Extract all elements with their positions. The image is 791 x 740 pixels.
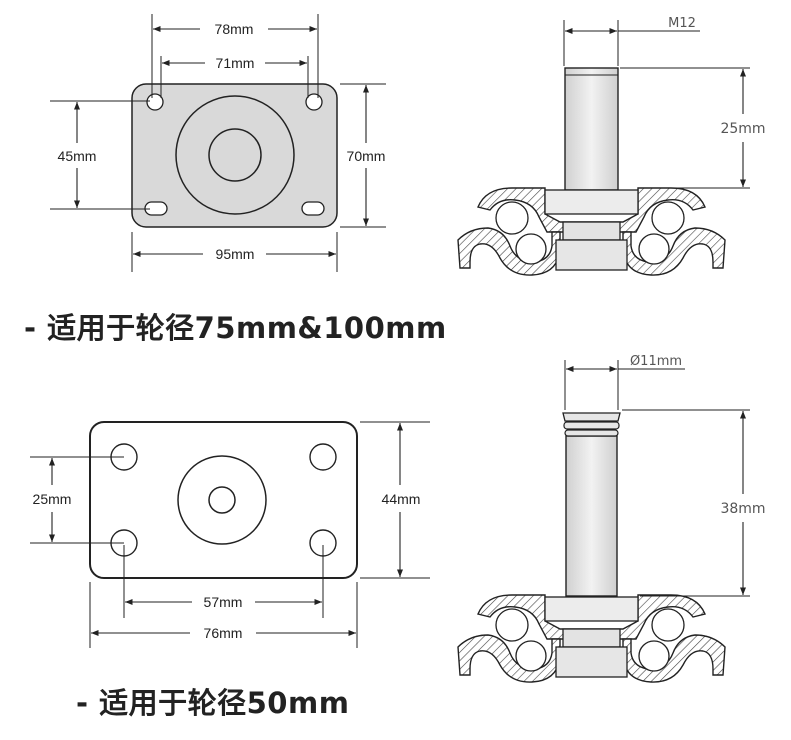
bottom-diameter-label: Ø11mm [630,354,682,369]
top-plate-slot-hole [146,93,164,111]
top-kingpin-nut [555,239,628,271]
top-stem-length-label: 25mm [720,121,765,137]
top-stem-shaft [564,67,619,191]
bottom-ball-bearing [651,608,685,642]
bottom-stem-ring [564,429,619,437]
bottom-stem-shaft [565,435,618,597]
bottom-dim-76: 76mm [204,625,243,641]
bottom-kingpin-nut [555,646,628,678]
top-raceway [622,227,726,276]
bottom-stem-length-label: 38mm [720,501,765,517]
top-kingpin [562,221,621,241]
caption-wheel-size-bottom: - 适用于轮径50mm [76,686,350,720]
top-ball-bearing [638,233,670,265]
bottom-kingpin [562,628,621,648]
top-ball-bearing [495,201,529,235]
top-ball-bearing [651,201,685,235]
bottom-plate-bolt-hole [309,443,337,471]
top-dim-78: 78mm [215,21,254,37]
bottom-plate-flange [544,596,639,622]
top-ball-bearing [515,233,547,265]
bottom-plate-center-hole [208,486,236,514]
bottom-raceway [622,634,726,683]
bottom-ball-bearing [515,640,547,672]
bottom-dim-57: 57mm [204,594,243,610]
bottom-stem-retaining-groove [562,412,621,422]
bottom-dim-44: 44mm [382,491,421,507]
top-dim-71: 71mm [216,55,255,71]
caption-wheel-size-top: - 适用于轮径75mm&100mm [24,311,447,345]
bottom-ball-bearing [495,608,529,642]
top-plate-flange [544,189,639,215]
bottom-stem-ring [563,421,620,430]
bottom-dim-25: 25mm [33,491,72,507]
top-plate-center-hole [208,128,262,182]
bottom-stem-assembly: Ø11mm 38mm [457,354,766,683]
top-stem-assembly: M12 25mm [457,16,766,276]
top-dim-70: 70mm [347,148,386,164]
bottom-mounting-plate: 25mm 44mm 57mm 76mm [30,421,430,648]
bottom-ball-bearing [638,640,670,672]
top-plate-slot-hole [301,201,325,216]
top-dim-95: 95mm [216,246,255,262]
top-dim-45: 45mm [58,148,97,164]
top-mounting-plate: 78mm 71mm 95mm 45mm 70mm [50,14,386,272]
top-thread-label: M12 [668,16,696,31]
